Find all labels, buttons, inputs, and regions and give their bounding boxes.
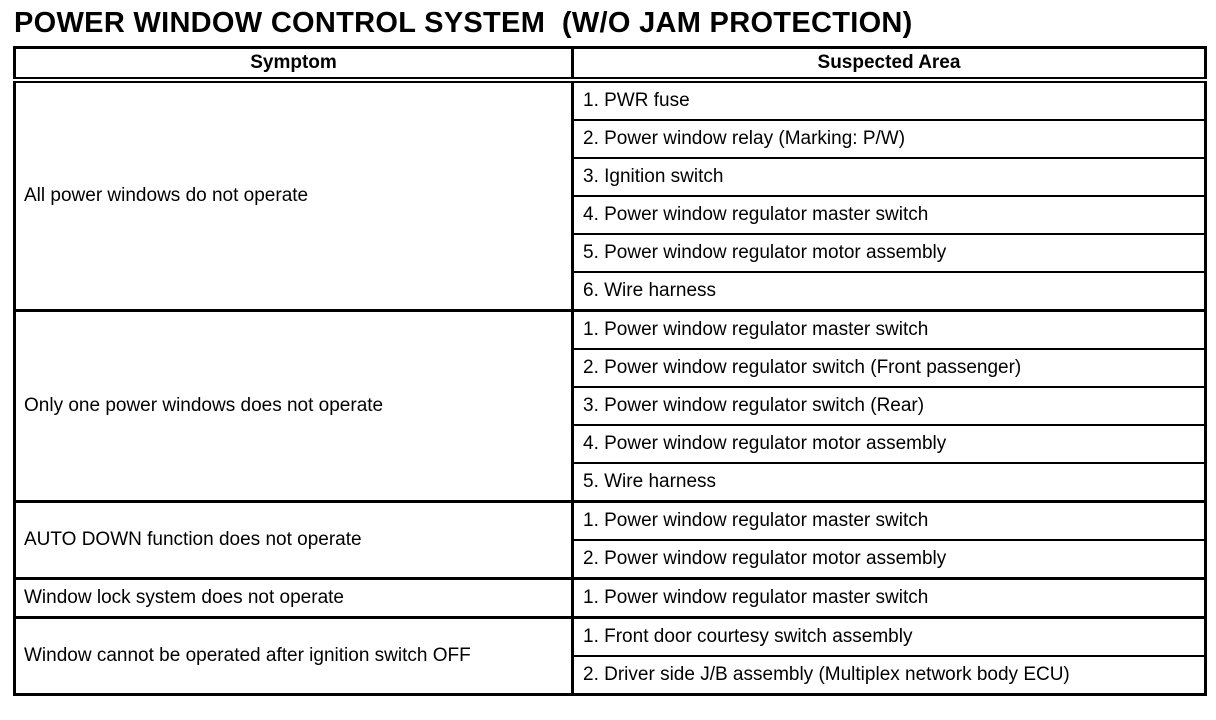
table-row: All power windows do not operate 1. PWR … bbox=[14, 80, 1206, 312]
suspected-area-cell: 5. Wire harness bbox=[572, 463, 1206, 503]
suspected-area-cell: 1. PWR fuse bbox=[572, 80, 1206, 121]
suspected-area-cell: 3. Power window regulator switch (Rear) bbox=[572, 387, 1206, 426]
suspected-area-cell: 1. Power window regulator master switch bbox=[572, 310, 1206, 350]
suspected-area-cell: 2. Power window regulator motor assembly bbox=[572, 540, 1206, 580]
suspected-area-cell: 2. Power window regulator switch (Front … bbox=[572, 349, 1206, 388]
symptom-cell: Only one power windows does not operate bbox=[14, 310, 574, 503]
suspected-area-cell: 1. Power window regulator master switch bbox=[572, 501, 1206, 541]
suspected-area-cell: 4. Power window regulator master switch bbox=[572, 196, 1206, 235]
column-header-suspected-area: Suspected Area bbox=[572, 47, 1206, 83]
page-title: POWER WINDOW CONTROL SYSTEM (W/O JAM PRO… bbox=[14, 7, 913, 39]
table-row: 4. Power window regulator motor assembly bbox=[15, 425, 1206, 464]
suspected-area-cell: 2. Power window relay (Marking: P/W) bbox=[572, 120, 1206, 159]
suspected-area-cell: 3. Ignition switch bbox=[572, 158, 1206, 197]
symptom-cell: Window cannot be operated after ignition… bbox=[14, 617, 574, 696]
table-row: Only one power windows does not operate … bbox=[14, 310, 1206, 503]
table-row: Window cannot be operated after ignition… bbox=[14, 617, 1206, 696]
suspected-area-cell: 5. Power window regulator motor assembly bbox=[572, 234, 1206, 273]
table-row: 2. Driver side J/B assembly (Multiplex n… bbox=[15, 656, 1206, 696]
table-row: 6. Wire harness bbox=[15, 272, 1206, 312]
table-row: 5. Wire harness bbox=[15, 463, 1206, 503]
column-header-symptom: Symptom bbox=[14, 47, 574, 83]
symptom-cell: All power windows do not operate bbox=[14, 80, 574, 312]
table-row: 5. Power window regulator motor assembly bbox=[15, 234, 1206, 273]
table-row: 2. Power window relay (Marking: P/W) bbox=[15, 120, 1206, 159]
suspected-area-cell: 2. Driver side J/B assembly (Multiplex n… bbox=[572, 656, 1206, 696]
table-row: 4. Power window regulator master switch bbox=[15, 196, 1206, 235]
suspected-area-cell: 1. Power window regulator master switch bbox=[572, 578, 1206, 619]
table-row: AUTO DOWN function does not operate 1. P… bbox=[14, 501, 1206, 580]
symptom-cell: AUTO DOWN function does not operate bbox=[14, 501, 574, 580]
table-header-row: Symptom Suspected Area bbox=[14, 47, 1206, 83]
troubleshooting-table: Symptom Suspected Area All power windows… bbox=[13, 46, 1207, 696]
table-row: 2. Power window regulator motor assembly bbox=[15, 540, 1206, 580]
table-row: 3. Power window regulator switch (Rear) bbox=[15, 387, 1206, 426]
suspected-area-cell: 1. Front door courtesy switch assembly bbox=[572, 617, 1206, 657]
table-row: Window lock system does not operate 1. P… bbox=[14, 578, 1206, 619]
table-row: 3. Ignition switch bbox=[15, 158, 1206, 197]
table-row: 2. Power window regulator switch (Front … bbox=[15, 349, 1206, 388]
symptom-cell: Window lock system does not operate bbox=[14, 578, 574, 619]
suspected-area-cell: 6. Wire harness bbox=[572, 272, 1206, 312]
suspected-area-cell: 4. Power window regulator motor assembly bbox=[572, 425, 1206, 464]
